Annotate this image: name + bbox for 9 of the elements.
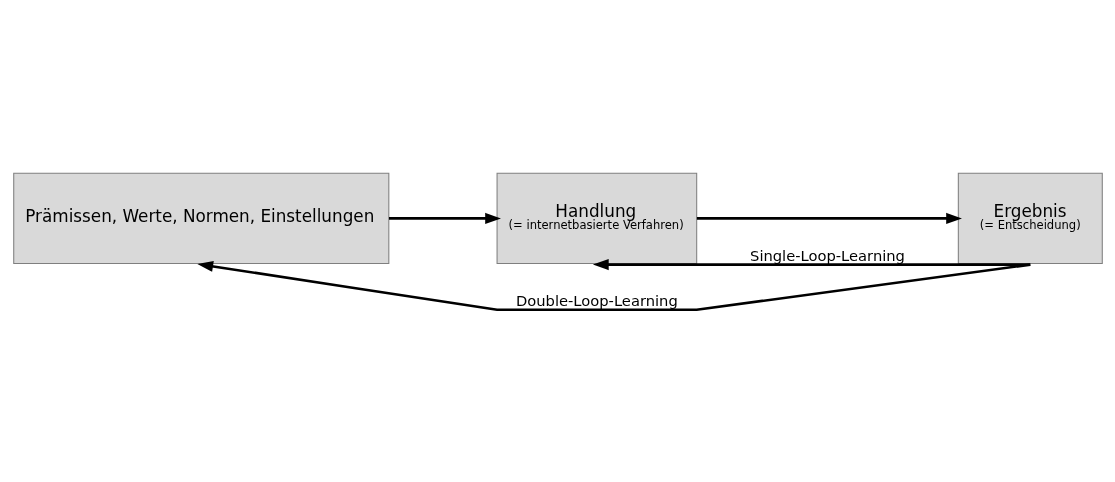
node-box: Handlung (= internetbasierte Verfahren) <box>496 172 697 264</box>
edge-label: Double-Loop-Learning <box>515 291 678 309</box>
node-box: Prämissen, Werte, Normen, Einstellungen <box>12 172 389 264</box>
arrow <box>196 260 1030 311</box>
edge-label: Single-Loop-Learning <box>749 246 905 264</box>
arrow <box>696 212 962 224</box>
node-box: Ergebnis (= Entscheidung) <box>957 172 1103 264</box>
arrow <box>388 212 501 224</box>
arrow <box>592 258 1030 270</box>
